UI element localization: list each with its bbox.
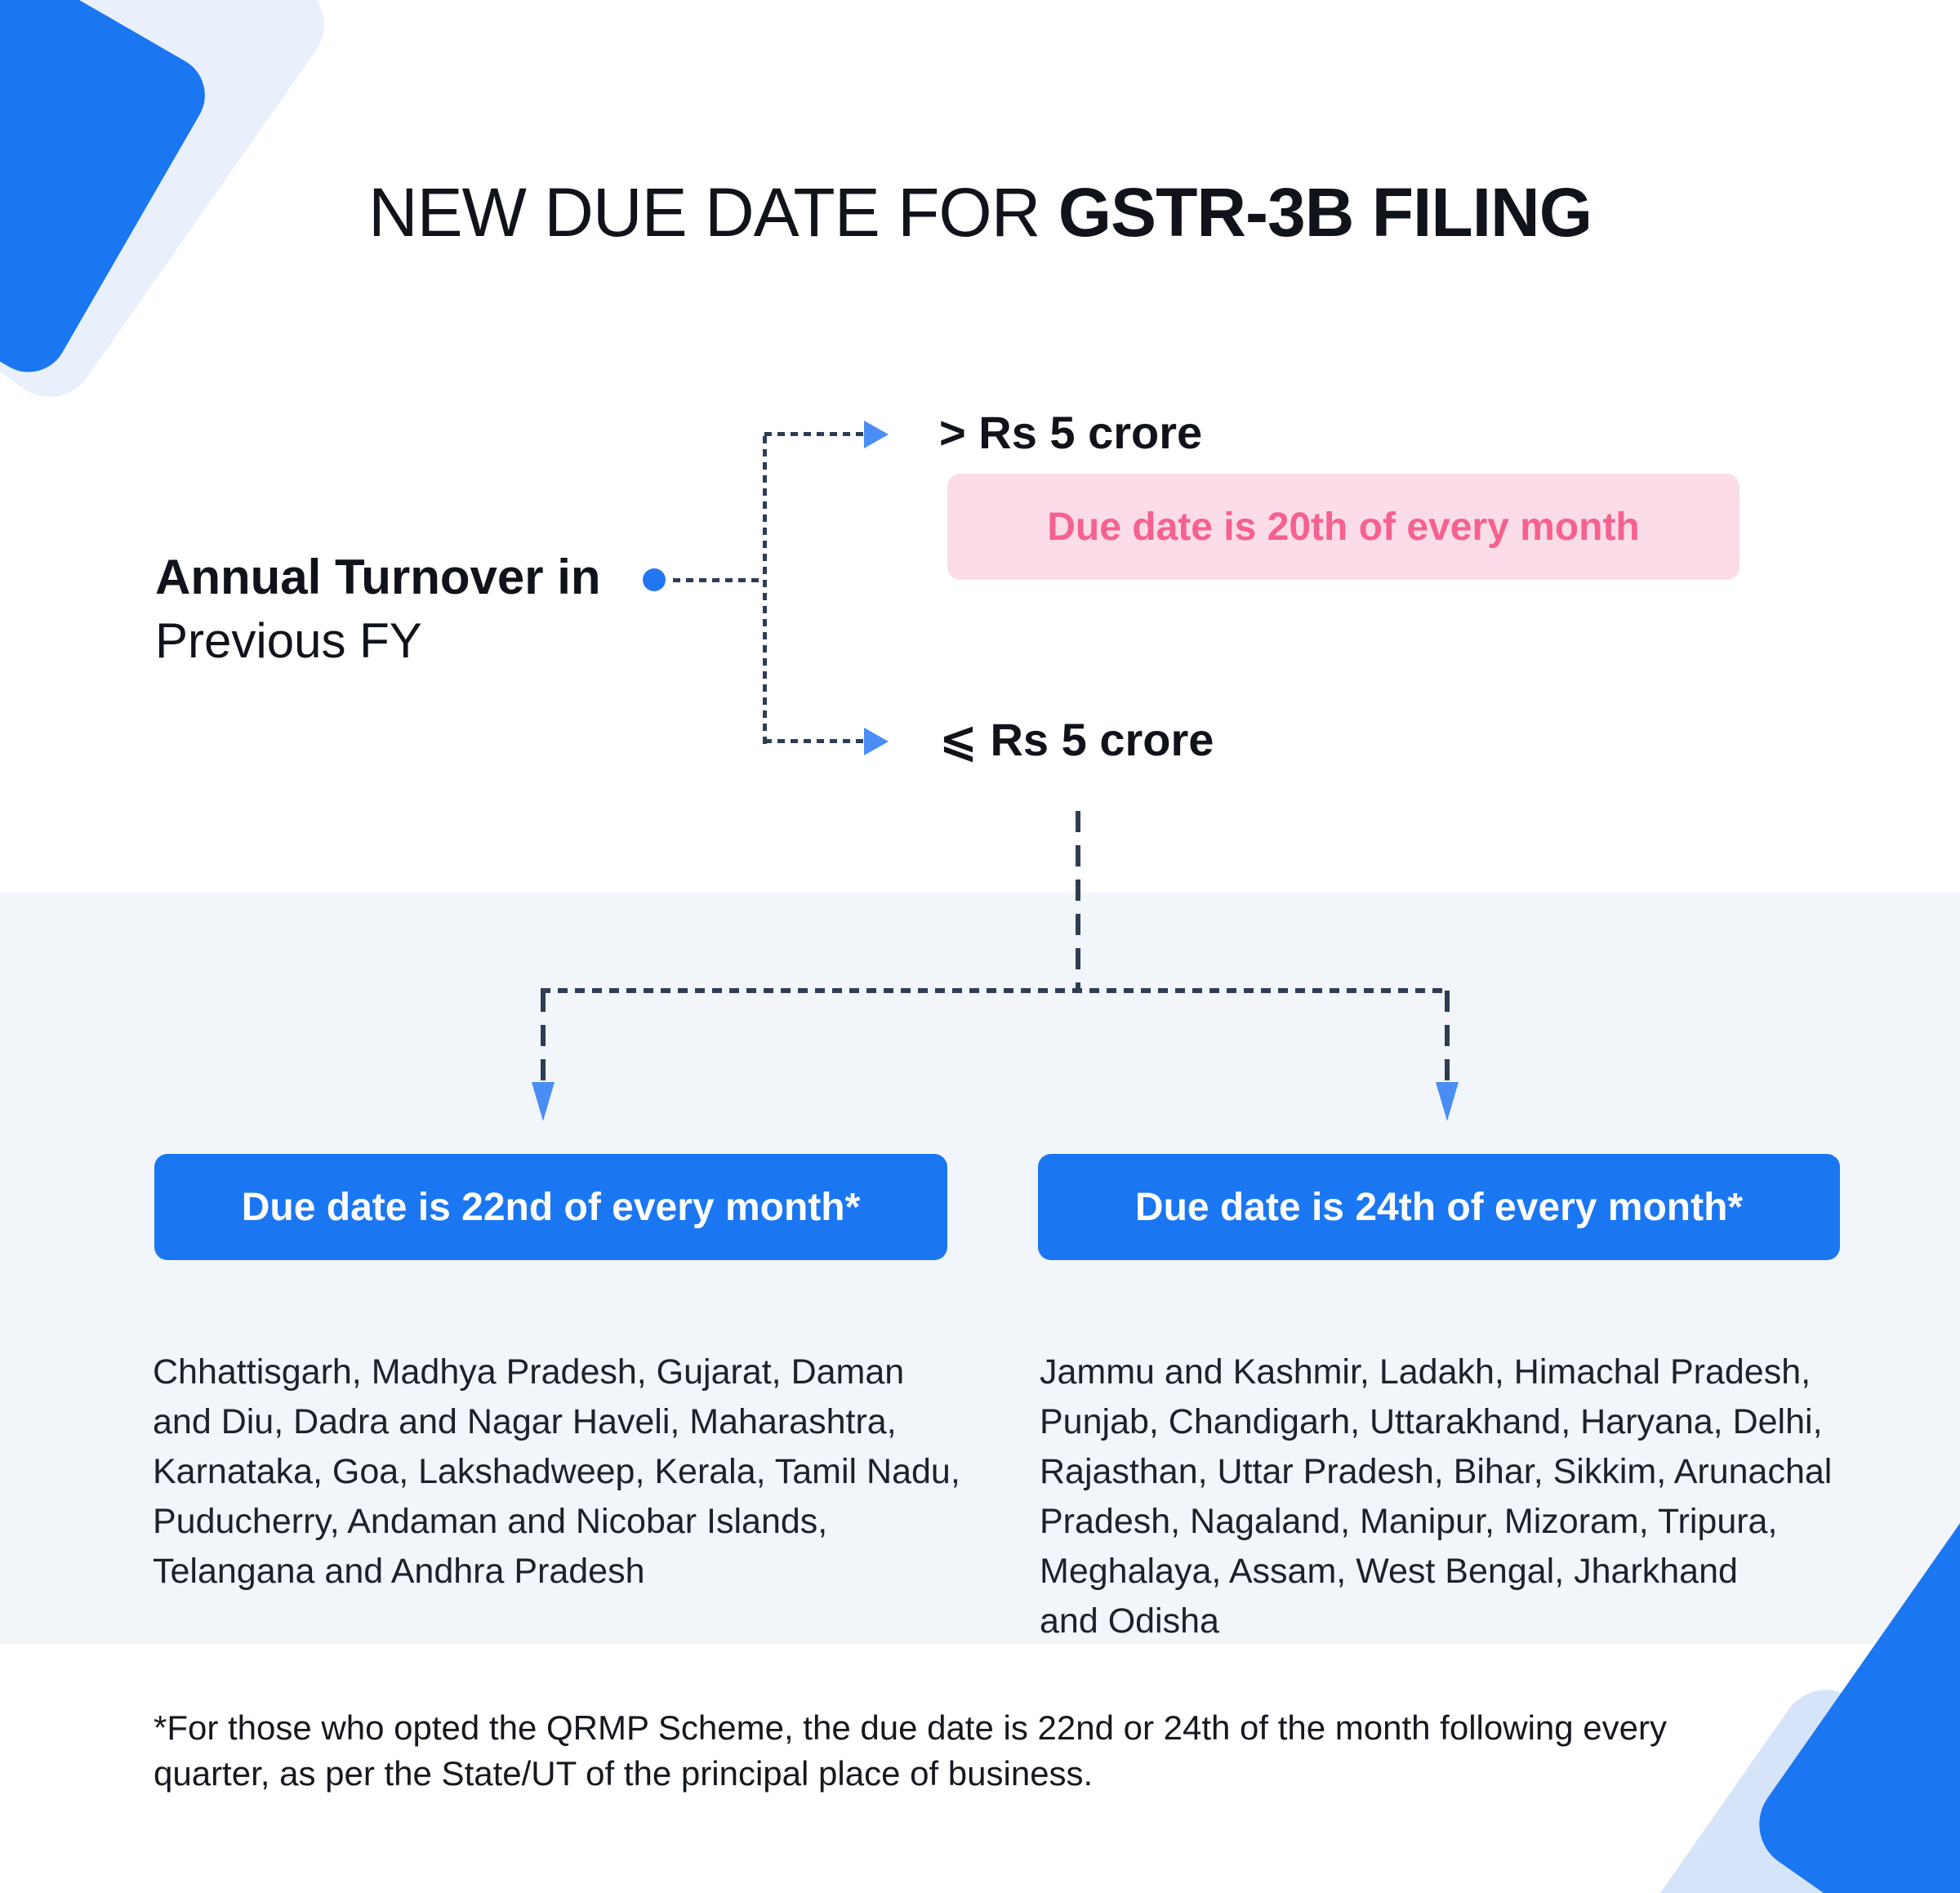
qrmp-footnote: *For those who opted the QRMP Scheme, th…	[154, 1708, 1667, 1793]
result-box-20th-label: Due date is 20th of every month	[1047, 505, 1640, 549]
connector-splitter-horizontal	[541, 988, 1450, 993]
root-node-dot	[643, 568, 666, 591]
page-title-highlight: GSTR-3B FILING	[1058, 174, 1592, 251]
root-label-line1: Annual Turnover in	[155, 550, 601, 604]
connector-left-drop	[541, 991, 546, 1082]
result-box-20th: Due date is 20th of every month	[947, 474, 1740, 580]
light-band-section	[0, 893, 1960, 1644]
condition-over-5-crore: > Rs 5 crore	[939, 407, 1203, 458]
result-box-24th: Due date is 24th of every month*	[1038, 1154, 1840, 1260]
result-box-22nd: Due date is 22nd of every month*	[154, 1154, 947, 1260]
connector-under5cr-drop	[1076, 811, 1080, 991]
connector-right-drop	[1445, 991, 1450, 1082]
connector-root-to-fork	[673, 578, 764, 582]
result-box-22nd-label: Due date is 22nd of every month*	[241, 1185, 861, 1229]
states-list-24th: Jammu and Kashmir, Ladakh, Himachal Prad…	[1040, 1352, 1833, 1641]
page-title: NEW DUE DATE FOR GSTR-3B FILING	[0, 173, 1960, 252]
connector-bottom-branch	[764, 739, 864, 743]
connector-top-branch	[764, 432, 864, 436]
arrowhead-top-branch-icon	[864, 421, 889, 448]
page-title-prefix: NEW DUE DATE FOR	[368, 174, 1058, 251]
arrowhead-left-drop-icon	[532, 1082, 555, 1121]
connector-fork-vertical	[763, 436, 767, 745]
root-label-line2: Previous FY	[155, 613, 422, 668]
states-list-22nd: Chhattisgarh, Madhya Pradesh, Gujarat, D…	[153, 1352, 960, 1591]
arrowhead-bottom-branch-icon	[864, 728, 889, 755]
result-box-24th-label: Due date is 24th of every month*	[1134, 1185, 1744, 1229]
root-node-label: Annual Turnover in Previous FY	[155, 546, 601, 673]
condition-under-5-crore: ⩽ Rs 5 crore	[939, 714, 1214, 765]
arrowhead-right-drop-icon	[1436, 1082, 1459, 1121]
